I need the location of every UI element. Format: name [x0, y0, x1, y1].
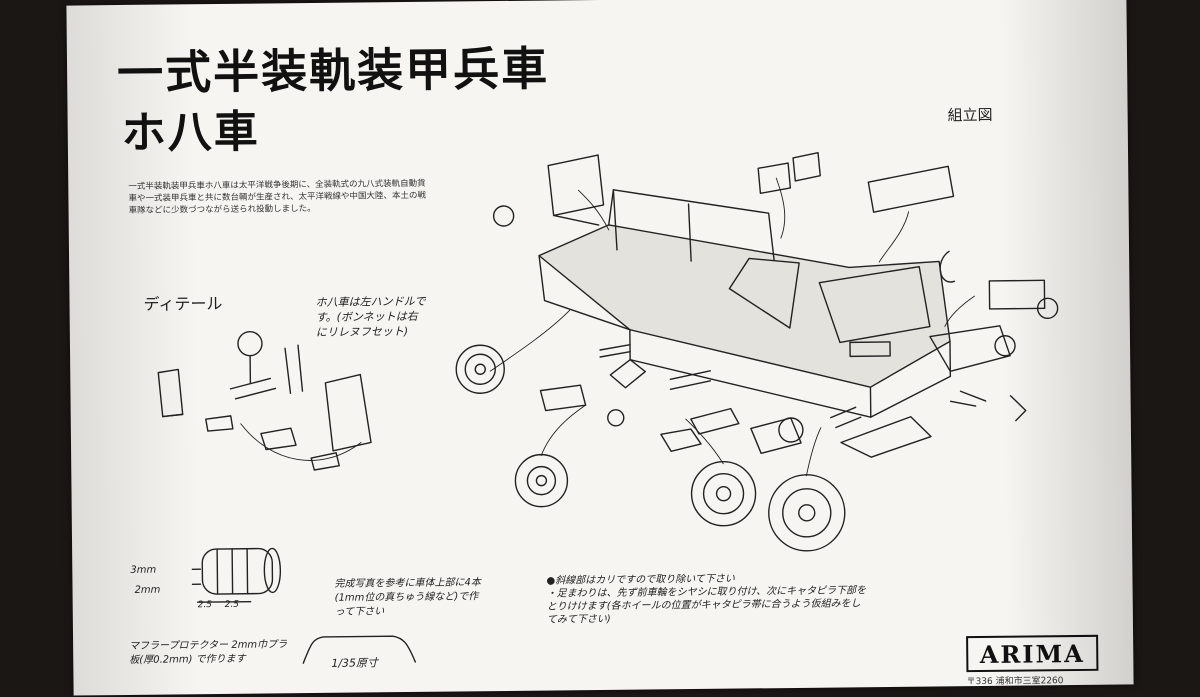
front-parts-drawing [929, 250, 1059, 422]
leader-lines-drawing [489, 177, 975, 477]
note-running-gear: ・足まわりは、先ず前車輪をシヤシに取り付け、次にキャタピラ下部をとりけけます(各… [546, 585, 867, 626]
muffler-drawing [191, 547, 282, 603]
address-text: 〒336 浦和市三室2260 [966, 676, 1064, 688]
suspension-parts-drawing [539, 343, 932, 458]
hull-body-drawing [538, 189, 952, 418]
detail-interior-drawing [157, 330, 372, 471]
instruction-sheet: 一式半装軌装甲兵車 ホ八車 組立図 一式半装軌装甲兵車ホ八車は太平洋戦争後期に、… [66, 0, 1134, 696]
antenna-note: 完成写真を参考に車体上部に4本(1mm位の真ちゅう線など)で作って下さい [334, 577, 481, 618]
antenna-scale-drawing [302, 635, 417, 664]
arima-logo: ARIMA [966, 634, 1099, 673]
assembly-drawing [157, 152, 1059, 664]
assembly-notes: ●斜線部はカリですので取り除いて下さい ・足まわりは、先ず前車輪をシヤシに取り付… [546, 571, 867, 626]
loose-plates-drawing [547, 152, 955, 226]
dimension-2mm: 2mm [134, 584, 161, 596]
dimension-2-5-right: 2.5 [224, 599, 240, 610]
scale-label: 1/35原寸 [331, 656, 379, 670]
dimension-2-5-left: 2.5 [197, 600, 213, 611]
muffler-protector-note: マフラープロテクター 2mm巾プラ板(厚0.2mm) で作ります [129, 639, 288, 666]
dimension-3mm: 3mm [130, 564, 157, 576]
